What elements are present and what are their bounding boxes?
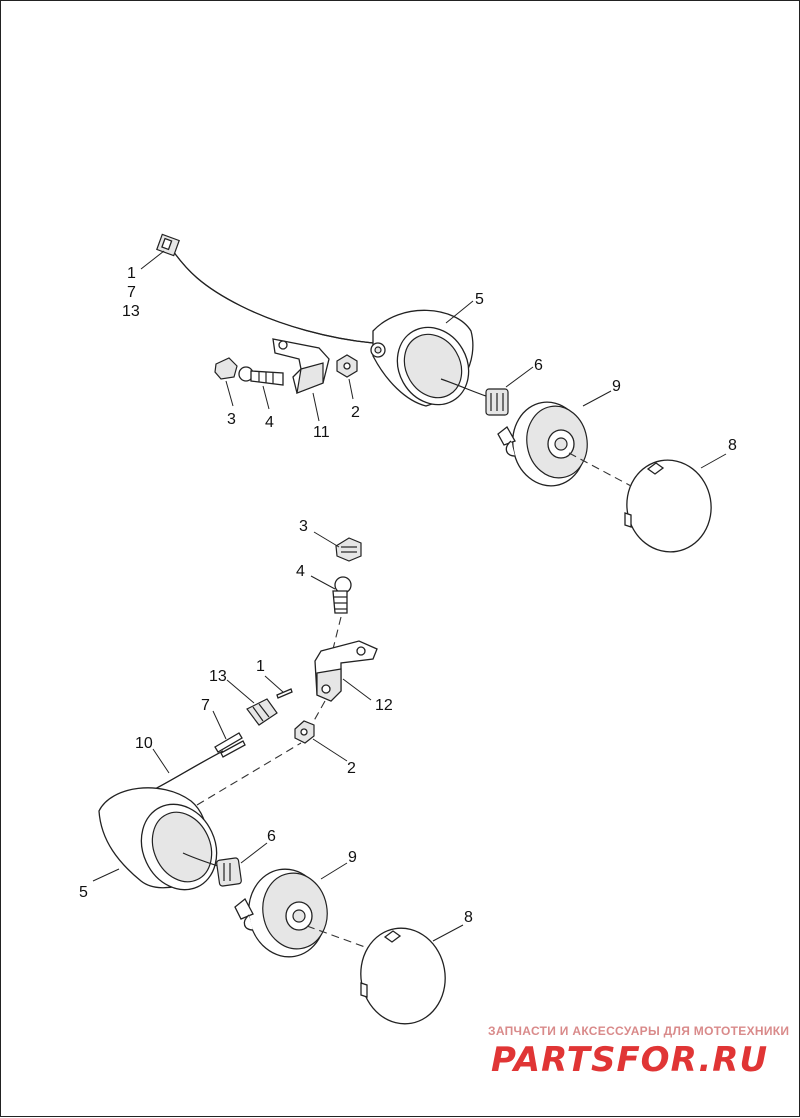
callout-8-top: 8: [728, 437, 737, 454]
top-housing: [370, 309, 474, 407]
watermark-tagline: ЗАПЧАСТИ И АКСЕССУАРЫ ДЛЯ МОТОТЕХНИКИ: [488, 1024, 789, 1038]
bottom-connector-housing: [246, 698, 278, 726]
bottom-stud: [332, 576, 352, 614]
callout-4-top: 4: [265, 414, 274, 431]
top-assembly: 1 7 13 5 6 9 8 2 11 4 3: [122, 233, 737, 553]
bottom-lamp-module: [234, 868, 328, 958]
callout-8-bottom: 8: [464, 909, 473, 926]
top-stud: [238, 366, 284, 386]
bottom-lens-cap: [360, 927, 446, 1025]
callout-6-bottom: 6: [267, 828, 276, 845]
bottom-housing: [98, 787, 218, 891]
top-bracket: [272, 338, 330, 394]
callout-3-bottom: 3: [299, 518, 308, 535]
callout-9-bottom: 9: [348, 849, 357, 866]
callout-2-top: 2: [351, 404, 360, 421]
watermark-brand: PARTSFOR.RU: [491, 1040, 768, 1080]
bottom-hex-nut: [294, 720, 315, 744]
callout-6-top: 6: [534, 357, 543, 374]
callout-7-top: 7: [127, 284, 136, 301]
watermark: ЗАПЧАСТИ И АКСЕССУАРЫ ДЛЯ МОТОТЕХНИКИ PA…: [488, 1024, 789, 1080]
callout-1-top: 1: [127, 265, 136, 282]
bottom-wire: [150, 750, 224, 792]
bottom-pin: [276, 688, 293, 699]
callout-7-bottom: 7: [201, 697, 210, 714]
top-wire-harness: [156, 233, 374, 344]
top-hex-nut: [336, 354, 358, 378]
bottom-bracket: [314, 640, 378, 702]
bottom-terminals: [214, 732, 246, 758]
top-socket-connector: [440, 378, 509, 416]
top-cap-nut: [214, 357, 238, 380]
callout-5-bottom: 5: [79, 884, 88, 901]
callout-3-top: 3: [227, 411, 236, 428]
callout-5-top: 5: [475, 291, 484, 308]
bottom-cap-nut: [335, 537, 362, 562]
callout-2-bottom: 2: [347, 760, 356, 777]
callout-11-top: 11: [313, 424, 330, 441]
bottom-socket-connector: [182, 852, 242, 887]
callout-12-bottom: 12: [375, 697, 393, 714]
callout-13-top: 13: [122, 303, 140, 320]
callout-10-bottom: 10: [135, 735, 153, 752]
callout-1-bottom: 1: [256, 658, 265, 675]
top-lens-cap: [624, 459, 712, 553]
callout-13-bottom: 13: [209, 668, 227, 685]
bottom-assembly: 3 4 13 1 12 7 10 2 6 9 5 8: [79, 518, 473, 1025]
callout-9-top: 9: [612, 378, 621, 395]
top-lamp-module: [497, 401, 588, 487]
callout-4-bottom: 4: [296, 563, 305, 580]
